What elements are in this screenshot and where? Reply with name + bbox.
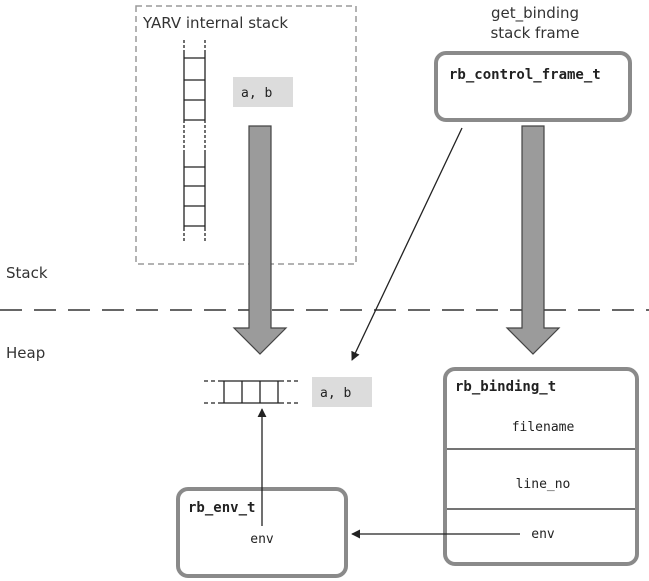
ep-pointer-arrow — [351, 127, 463, 361]
stack-frame-label: stack frame — [490, 24, 579, 42]
heap-values-chip: a, b — [312, 377, 372, 407]
binding-title: rb_binding_t — [455, 379, 556, 395]
heap-ladder — [204, 380, 300, 404]
env-box: rb_env_t env — [176, 487, 348, 578]
binding-field-env: env — [531, 527, 555, 542]
env-title: rb_env_t — [188, 500, 255, 516]
yarv-stack-title: YARV internal stack — [142, 14, 288, 32]
copy-to-heap-arrow — [232, 125, 288, 355]
create-binding-arrow — [505, 125, 561, 355]
stack-section-label: Stack — [6, 264, 48, 282]
stack-values-chip: a, b — [233, 77, 293, 107]
binding-box: rb_binding_t filename line_no env — [443, 367, 639, 566]
control-frame-title: rb_control_frame_t — [449, 67, 601, 83]
env-field: env — [250, 532, 274, 547]
yarv-stack-region: YARV internal stack a, b — [135, 5, 357, 265]
heap-section-label: Heap — [6, 344, 45, 362]
control-frame-box: rb_control_frame_t — [434, 51, 632, 122]
heap-values-label: a, b — [320, 386, 351, 401]
stack-values-label: a, b — [241, 86, 272, 101]
binding-field-line-no: line_no — [516, 477, 571, 492]
stack-ladder — [183, 40, 206, 242]
get-binding-label: get_binding — [491, 4, 579, 23]
binding-field-filename: filename — [512, 420, 575, 435]
